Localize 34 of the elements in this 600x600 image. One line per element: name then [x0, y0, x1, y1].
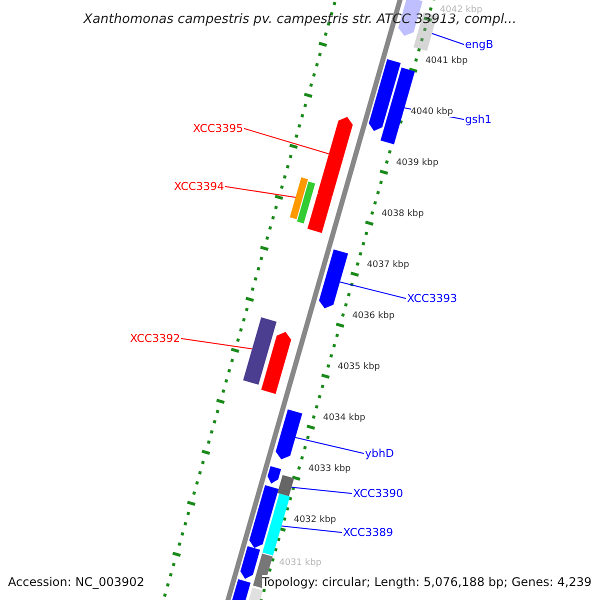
gene-feature: [277, 475, 294, 496]
leader-line: [294, 437, 364, 454]
leader-line: [180, 338, 253, 350]
leader-line: [432, 33, 464, 45]
leader-line: [280, 526, 342, 533]
gene-feature: [243, 317, 277, 385]
leader-line: [291, 486, 352, 494]
gene-label: XCC3390: [353, 487, 404, 500]
scale-label: 4035 kbp: [338, 362, 380, 372]
map-title: Xanthomonas campestris pv. campestris str. ATCC 33913, compl...: [82, 12, 518, 27]
gene-label: ybhD: [365, 447, 394, 460]
scale-label: 4036 kbp: [352, 311, 395, 321]
gene-feature: [318, 116, 353, 197]
gene-feature: [276, 409, 302, 460]
scale-label: 4038 kbp: [381, 209, 424, 219]
topology-text: Topology: circular; Length: 5,076,188 bp; Genes: 4,239: [262, 575, 592, 589]
leader-line: [244, 128, 330, 154]
gene-label: XCC3394: [174, 180, 224, 193]
gene-label: XCC3395: [193, 122, 244, 135]
gene-label: XCC3389: [343, 526, 394, 539]
gene-feature: [262, 494, 290, 556]
gene-label: XCC3392: [130, 332, 180, 345]
gene-label: engB: [465, 38, 494, 51]
leader-line: [224, 186, 296, 198]
gene-label: XCC3393: [407, 292, 458, 305]
scale-label: 4041 kbp: [425, 56, 468, 66]
scale-label: 4033 kbp: [308, 464, 351, 474]
gene-label: gsh1: [465, 113, 492, 126]
gene-feature: [319, 249, 348, 308]
accession-text: Accession: NC_003902: [8, 575, 144, 589]
scale-label: 4040 kbp: [410, 107, 454, 117]
scale-label: 4031 kbp: [279, 558, 322, 568]
leader-line: [339, 282, 406, 299]
gene-feature: [290, 177, 308, 220]
